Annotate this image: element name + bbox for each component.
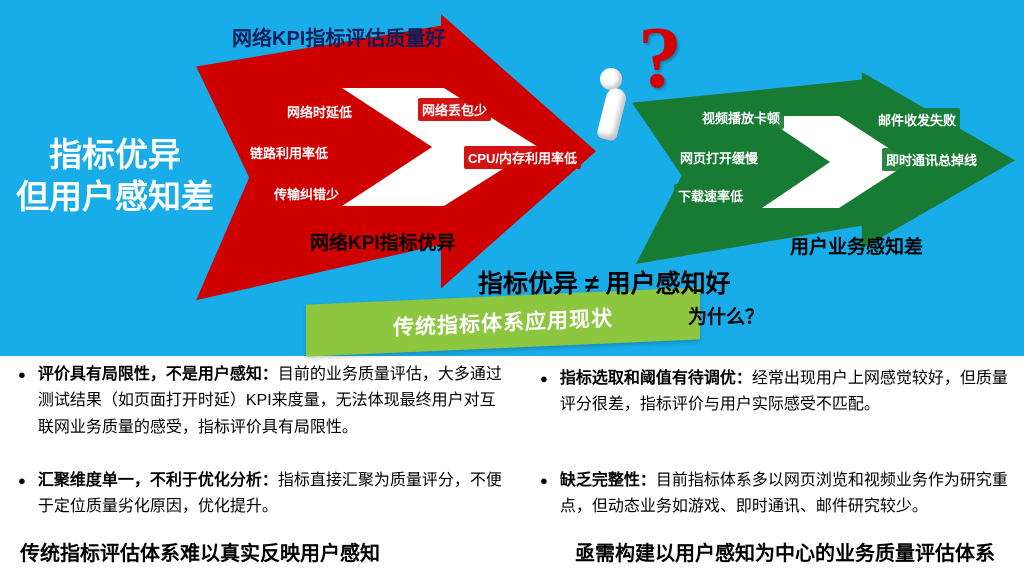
- bullet-lead: 汇聚维度单一，不利于优化分析：: [37, 472, 278, 489]
- slide-title-line2: 但用户感知差: [16, 178, 214, 215]
- bullet-icon: ●: [18, 367, 26, 382]
- bullet-icon: ●: [540, 473, 548, 488]
- slide-title: 指标优异 但用户感知差: [10, 134, 220, 218]
- kpi-item: 传输纠错少: [270, 182, 344, 205]
- bullet-body: 经常出现用户上网感觉较好，但质量评分很差，指标评价与用户实际感受不匹配。: [559, 370, 1008, 414]
- bullet-threshold: ● 指标选取和阈值有待调优：经常出现用户上网感觉较好，但质量评分很差，指标评价与…: [540, 366, 1018, 419]
- kpi-top-caption: 网络KPI指标评估质量好: [232, 28, 446, 50]
- bullet-body: 指标直接汇聚为质量评分，不便于定位质量劣化原因，优化提升。: [37, 472, 502, 516]
- kpi-item: CPU/内存利用率低: [464, 146, 582, 169]
- perception-item: 网页打开缓慢: [676, 146, 763, 169]
- perception-item: 邮件收发失败: [874, 108, 961, 131]
- conclusion-right: 亟需构建以用户感知为中心的业务质量评估体系: [575, 543, 995, 565]
- figure-body-icon: [596, 86, 628, 142]
- bullet-icon: ●: [18, 473, 26, 488]
- bullet-lead: 指标选取和阈值有待调优：: [559, 370, 752, 387]
- kpi-item: 网络时延低: [283, 100, 357, 123]
- bullet-lead: 评价具有局限性，不是用户感知：: [37, 366, 278, 383]
- slide-title-line1: 指标优异: [49, 136, 181, 173]
- figure-head-icon: [600, 68, 622, 90]
- kpi-arrow-caption: 网络KPI指标优异: [310, 233, 456, 254]
- bullet-lead: 缺乏完整性：: [559, 472, 656, 489]
- bullet-icon: ●: [540, 371, 548, 386]
- center-statement: 指标优异 ≠ 用户感知好: [478, 270, 731, 298]
- bullet-aggregation: ● 汇聚维度单一，不利于优化分析：指标直接汇聚为质量评分，不便于定位质量劣化原因…: [18, 468, 510, 521]
- conclusion-left: 传统指标评估体系难以真实反映用户感知: [20, 543, 380, 565]
- perception-item: 即时通讯总掉线: [882, 148, 982, 171]
- status-ribbon-label: 传统指标体系应用现状: [393, 307, 613, 340]
- center-question: 为什么？: [688, 307, 765, 328]
- perception-arrow-caption: 用户业务感知差: [790, 237, 924, 258]
- question-mark-icon: ?: [638, 10, 682, 107]
- perception-item: 下载速率低: [674, 184, 748, 207]
- bullet-completeness: ● 缺乏完整性：目前指标体系多以网页浏览和视频业务作为研究重点，但动态业务如游戏…: [540, 468, 1018, 521]
- kpi-item: 网络丢包少: [418, 98, 492, 121]
- bullet-limitation: ● 评价具有局限性，不是用户感知：目前的业务质量评估，大多通过测试结果（如页面打…: [18, 362, 510, 441]
- bullet-body: 目前指标体系多以网页浏览和视频业务作为研究重点，但动态业务如游戏、即时通讯、邮件…: [559, 472, 1008, 516]
- question-figure: ?: [586, 10, 682, 152]
- kpi-item: 链路利用率低: [246, 141, 333, 164]
- perception-item: 视频播放卡顿: [698, 106, 785, 129]
- bullet-body: 目前的业务质量评估，大多通过测试结果（如页面打开时延）KPI来度量，无法体现最终…: [37, 366, 502, 436]
